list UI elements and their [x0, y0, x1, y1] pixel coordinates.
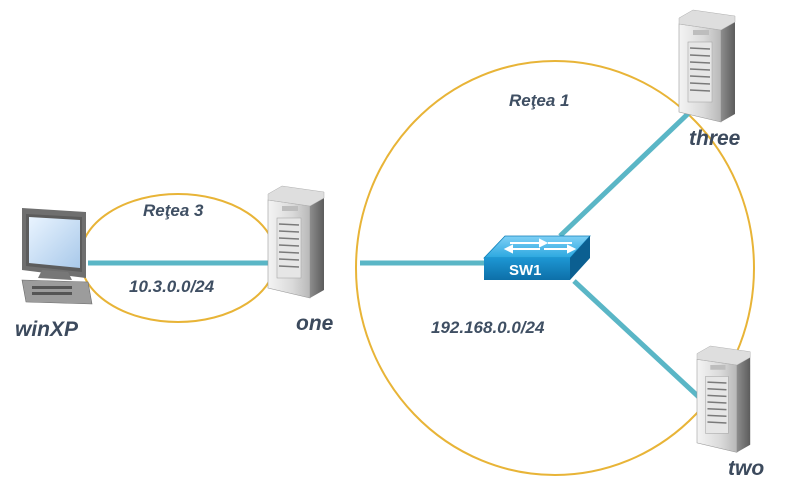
network-subnet-retea-1: 192.168.0.0/24 — [431, 318, 545, 337]
node-label-winxp: winXP — [15, 318, 79, 341]
node-label-one: one — [296, 312, 334, 335]
tower-server-icon[interactable] — [678, 9, 736, 123]
network-boundary-retea-1 — [355, 60, 755, 476]
network-label-retea-1: Reţea 1 — [509, 91, 569, 110]
link-sw1-three — [558, 106, 696, 238]
network-label-retea-3: Reţea 3 — [143, 201, 204, 220]
node-label-two: two — [728, 457, 764, 478]
tower-server-icon[interactable] — [696, 345, 751, 454]
tower-server-icon[interactable] — [267, 185, 325, 299]
desktop-pc-icon[interactable] — [21, 208, 93, 305]
node-label-three: three — [689, 127, 741, 150]
network-switch-icon[interactable] — [483, 235, 591, 280]
network-subnet-retea-3: 10.3.0.0/24 — [129, 277, 215, 296]
node-label-sw1: SW1 — [509, 262, 542, 279]
link-sw1-two — [572, 279, 704, 402]
